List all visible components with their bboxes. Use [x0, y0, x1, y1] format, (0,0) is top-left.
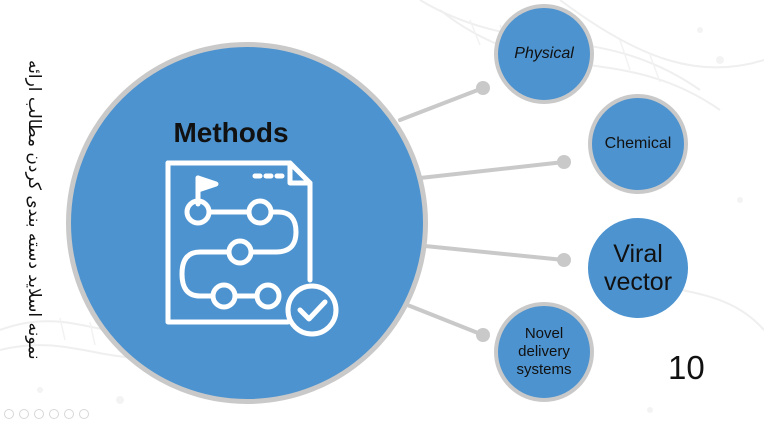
page-number: 10: [668, 349, 705, 386]
connector-dot: [557, 253, 571, 267]
connector-chemical: [418, 160, 566, 180]
connector-physical: [398, 86, 485, 122]
connector-novel-delivery: [403, 302, 485, 337]
workflow-document-check-icon: [160, 160, 350, 340]
next-icon[interactable]: [19, 409, 29, 419]
chemical-circle[interactable]: Chemical: [588, 94, 688, 194]
methods-title: Methods: [173, 117, 289, 148]
connector-viral-vector: [423, 244, 566, 262]
physical-circle[interactable]: Physical: [494, 4, 594, 104]
novel-delivery-systems-circle[interactable]: Novel delivery systems: [494, 302, 594, 402]
menu-icon[interactable]: [64, 409, 74, 419]
connector-dot: [476, 328, 490, 342]
previous-icon[interactable]: [4, 409, 14, 419]
viral-vector-circle[interactable]: Viral vector: [588, 218, 688, 318]
chemical-label: Chemical: [604, 135, 672, 152]
connector-dot: [557, 155, 571, 169]
viral-vector-label: Viral vector: [603, 240, 673, 296]
persian-side-text: نمونه اسلاید دسته بندی کردن مطالب ارائه: [24, 60, 44, 360]
connector-dot: [476, 81, 490, 95]
novel-delivery-systems-label: Novel delivery systems: [516, 325, 572, 378]
methods-circle: Methods: [66, 42, 428, 404]
zoom-icon[interactable]: [49, 409, 59, 419]
pen-icon[interactable]: [34, 409, 44, 419]
more-icon[interactable]: [79, 409, 89, 419]
slideshow-navigation: [4, 409, 89, 421]
physical-label: Physical: [514, 45, 574, 62]
